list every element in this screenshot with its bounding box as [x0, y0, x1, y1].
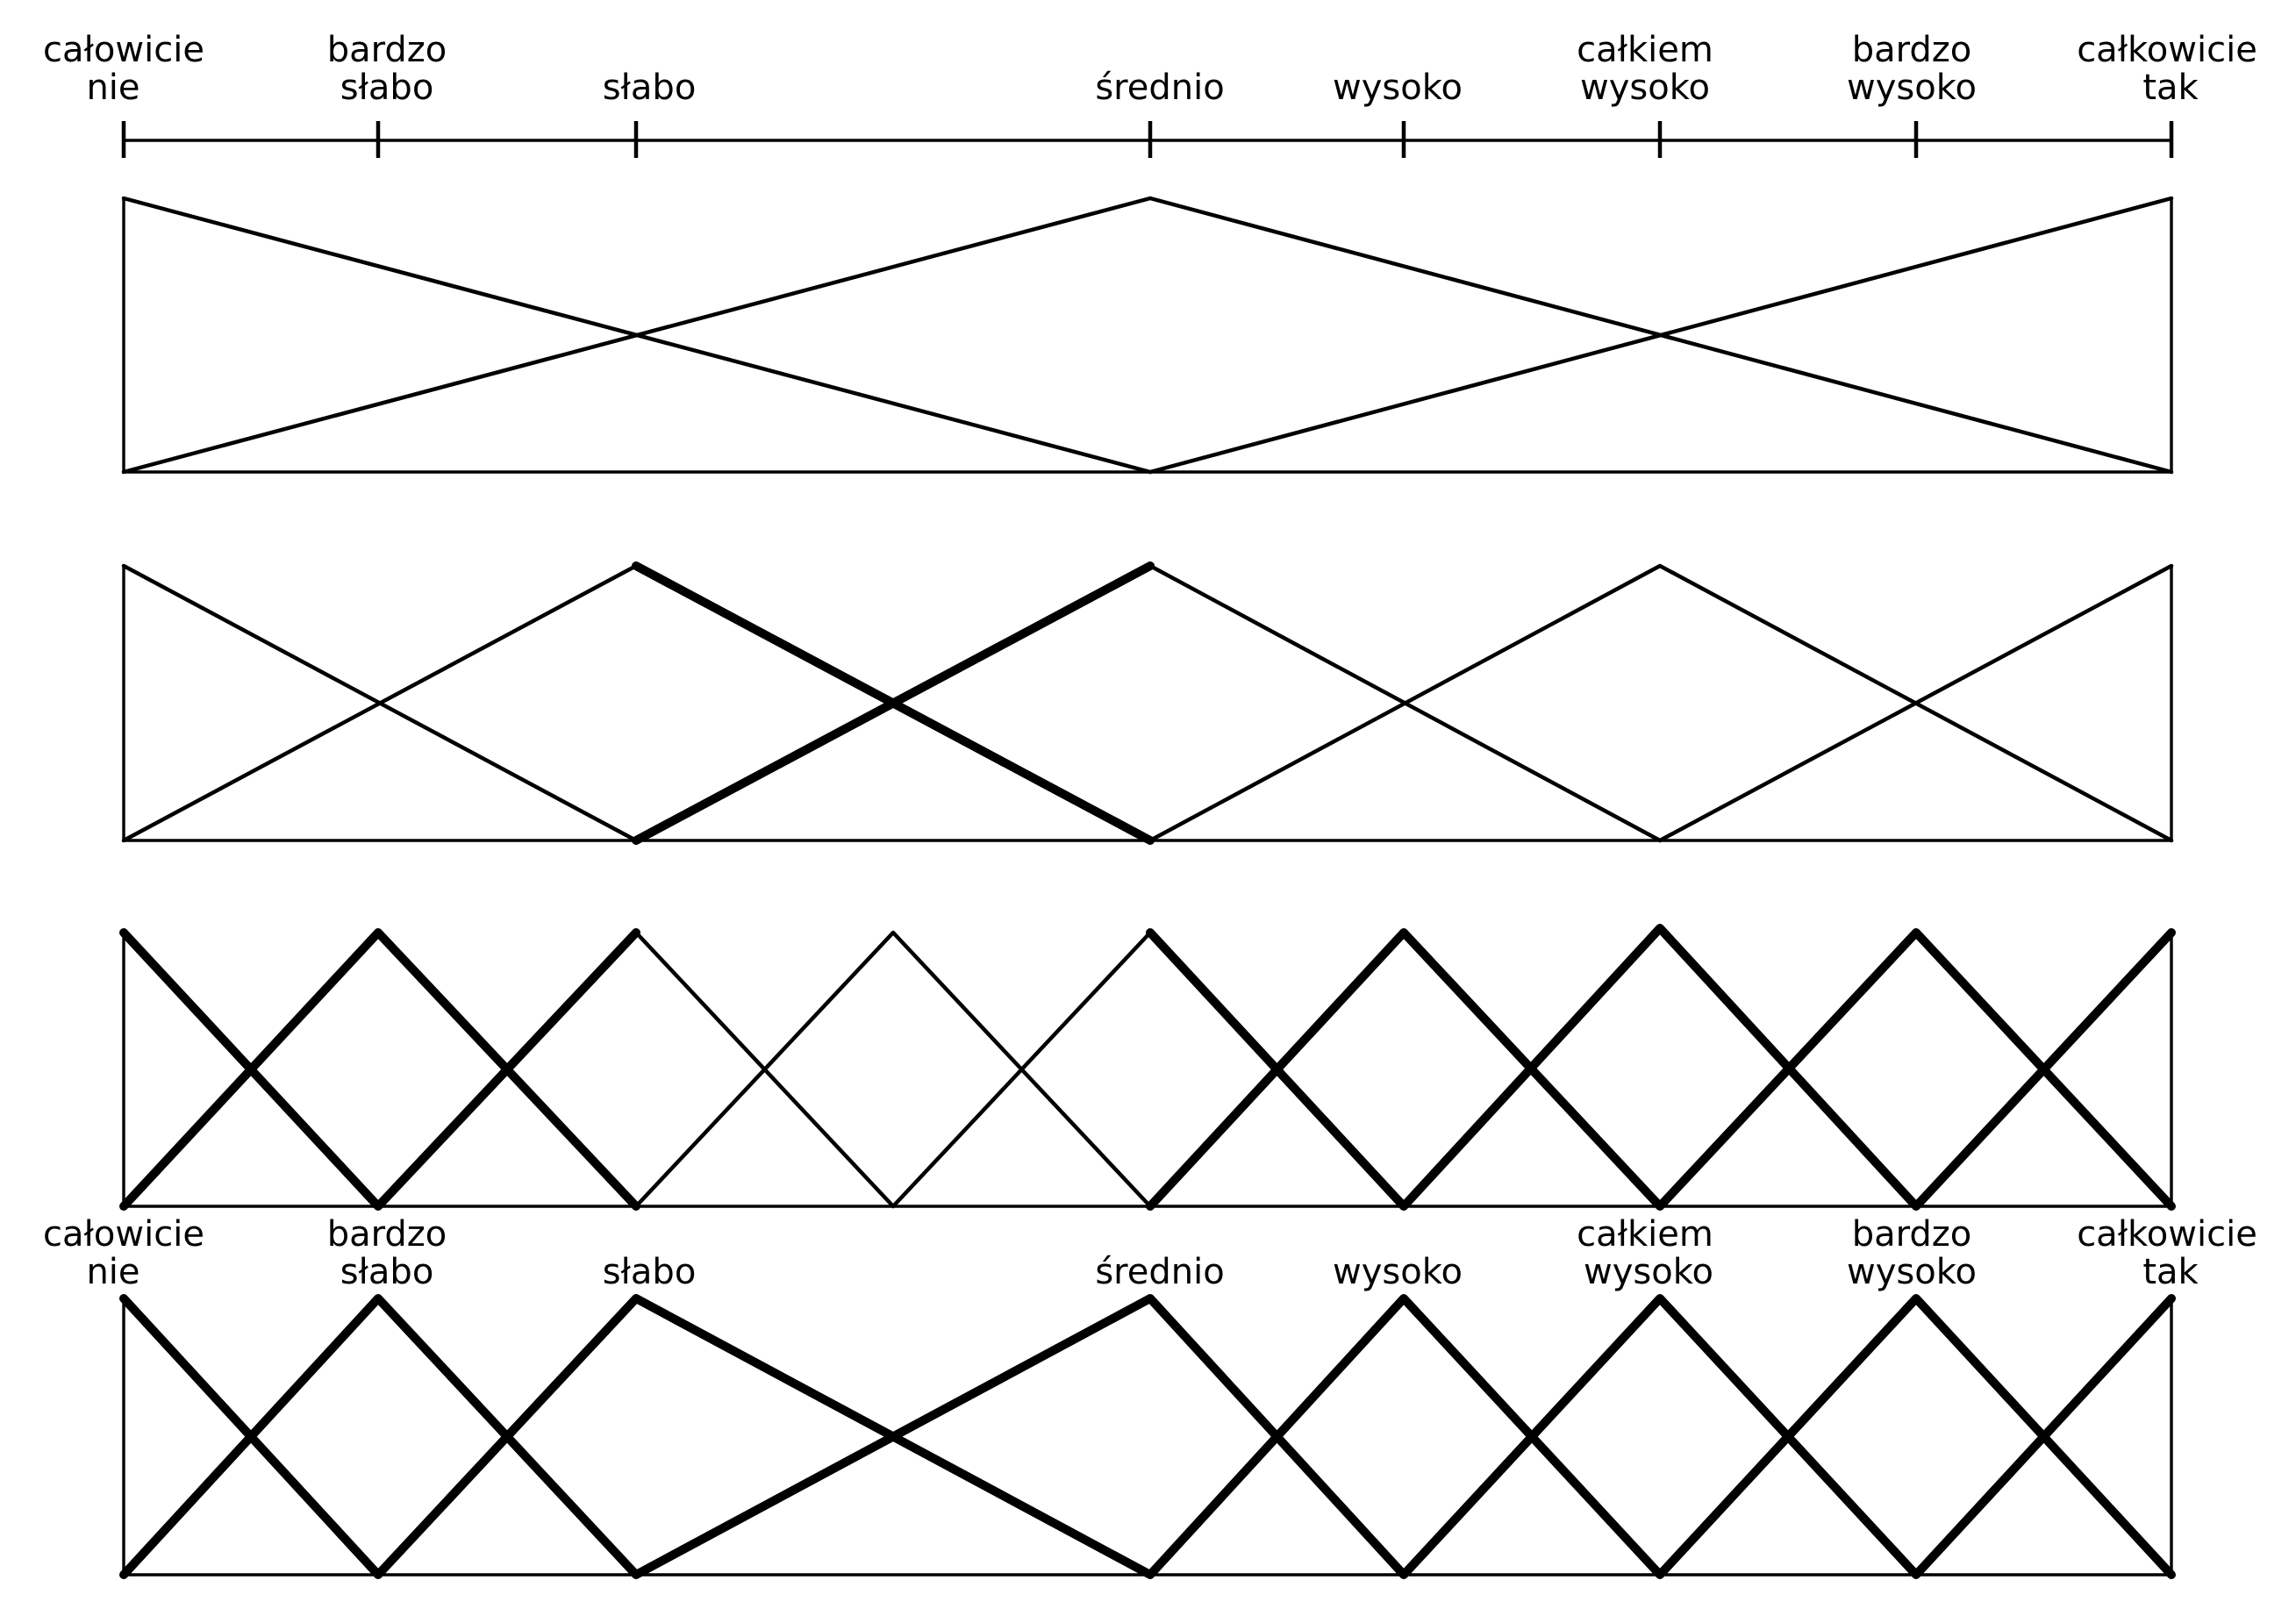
panel-2-frame: [122, 566, 2173, 842]
mf-p: [119, 1294, 2176, 1579]
bottom-label-2-line2: słabo: [603, 1252, 697, 1292]
mf-e: [891, 930, 1153, 1209]
top-label-0-line2: nie: [86, 68, 139, 108]
bottom-label-6-line2: wysoko: [1847, 1252, 1977, 1292]
top-label-5-line2: wysoko: [1580, 68, 1710, 108]
top-label-6-line1: bardzo: [1852, 30, 1972, 70]
panel-three-terms: [121, 196, 2174, 475]
mf-a: [119, 928, 640, 1211]
bottom-label-1-line1: bardzo: [327, 1214, 447, 1255]
mf-q: [119, 1294, 2176, 1579]
top-label-1-line1: bardzo: [327, 30, 447, 70]
bottom-label-5-line1: całkiem: [1577, 1214, 1713, 1255]
top-scale-axis: [121, 121, 2174, 158]
top-label-3-line2: średnio: [1095, 68, 1224, 108]
panel-3-frame: [122, 933, 2173, 1208]
top-label-7-line2: tak: [2142, 68, 2199, 108]
bottom-label-6-line1: bardzo: [1852, 1214, 1972, 1255]
mf-high: [1148, 196, 2174, 475]
bottom-label-5-line2: wysoko: [1584, 1252, 1713, 1292]
panel-five-terms: [121, 561, 2174, 845]
bottom-label-7-line2: tak: [2142, 1252, 2199, 1292]
bottom-scale-labels: całowicie nie bardzo słabo słabo średnio…: [43, 1214, 2257, 1292]
top-label-4-line2: wysoko: [1333, 68, 1463, 108]
mf-f: [1146, 924, 2176, 1211]
top-scale-labels: całowicie nie bardzo słabo słabo średnio…: [43, 30, 2257, 108]
bottom-label-7-line1: całkowicie: [2077, 1214, 2257, 1255]
mf-2-left: [121, 563, 639, 843]
bottom-label-1-line2: słabo: [340, 1252, 434, 1292]
bottom-label-0-line1: całowicie: [43, 1214, 204, 1255]
mf-5: [1657, 563, 2174, 843]
panel-1-frame: [122, 198, 2173, 474]
top-label-6-line2: wysoko: [1847, 68, 1977, 108]
bottom-label-3-line2: średnio: [1095, 1252, 1224, 1292]
mf-medium: [121, 196, 2174, 475]
mf-b: [119, 928, 640, 1211]
top-label-7-line1: całkowicie: [2077, 30, 2257, 70]
top-label-2-line2: słabo: [603, 68, 697, 108]
panel-nine-terms: [119, 924, 2176, 1211]
mf-g: [1146, 928, 2176, 1211]
top-label-1-line2: słabo: [340, 68, 434, 108]
mf-4: [1148, 563, 2174, 843]
top-label-5-line1: całkiem: [1577, 30, 1713, 70]
bottom-label-0-line2: nie: [86, 1252, 139, 1292]
mf-d: [633, 930, 1153, 1209]
bottom-label-4-line2: wysoko: [1333, 1252, 1463, 1292]
panel-eight-terms: [119, 1294, 2176, 1579]
mf-3-left-bold: [632, 561, 1155, 845]
panel-4-frame: [122, 1298, 2173, 1577]
top-label-0-line1: całowicie: [43, 30, 204, 70]
